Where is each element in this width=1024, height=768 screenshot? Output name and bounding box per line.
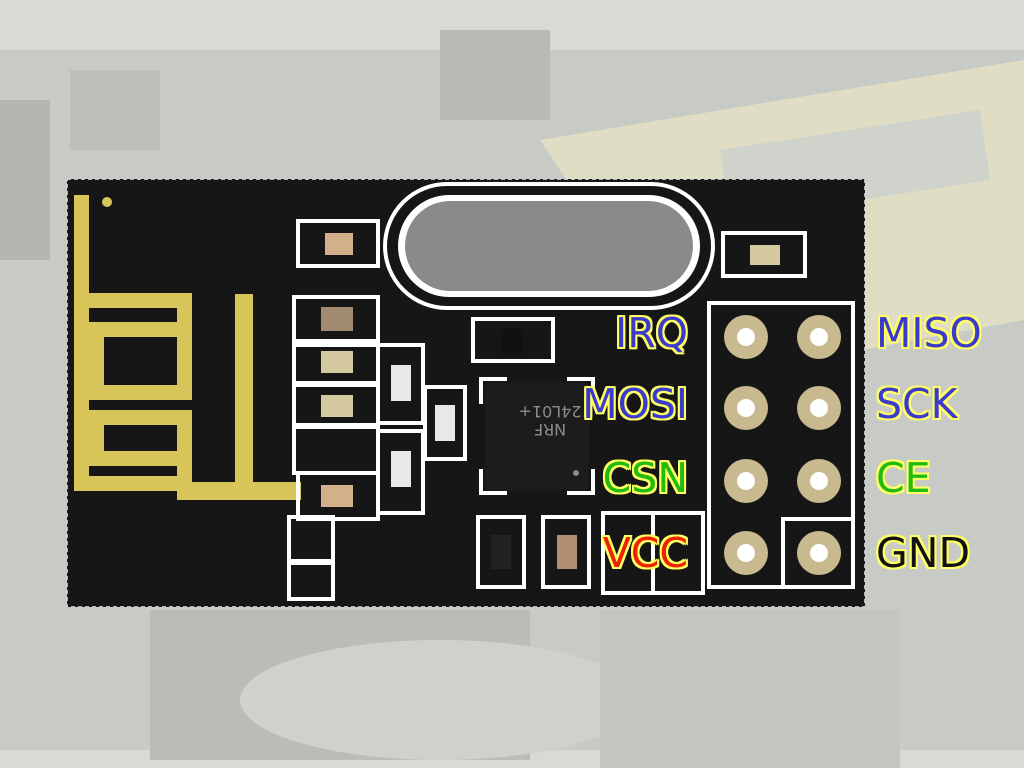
header-pin (797, 459, 841, 503)
pin-label-sck: SCK (876, 384, 958, 425)
pin-label-csn: CSN (603, 458, 688, 499)
pin-label-ce: CE (876, 458, 931, 499)
header-pin (724, 531, 768, 575)
nrf24l01-board (67, 179, 865, 607)
header-pin (724, 386, 768, 430)
pin-label-miso: MISO (876, 313, 982, 354)
crystal (385, 184, 713, 308)
pin-label-irq: IRQ (615, 313, 688, 354)
header-pin (797, 531, 841, 575)
pin-label-gnd: GND (876, 533, 970, 574)
header-pin (724, 315, 768, 359)
header-pin (797, 315, 841, 359)
pin-label-vcc: VCC (603, 533, 688, 574)
header-pin (724, 459, 768, 503)
header-pin (797, 386, 841, 430)
pin-label-mosi: MOSI (582, 384, 688, 425)
